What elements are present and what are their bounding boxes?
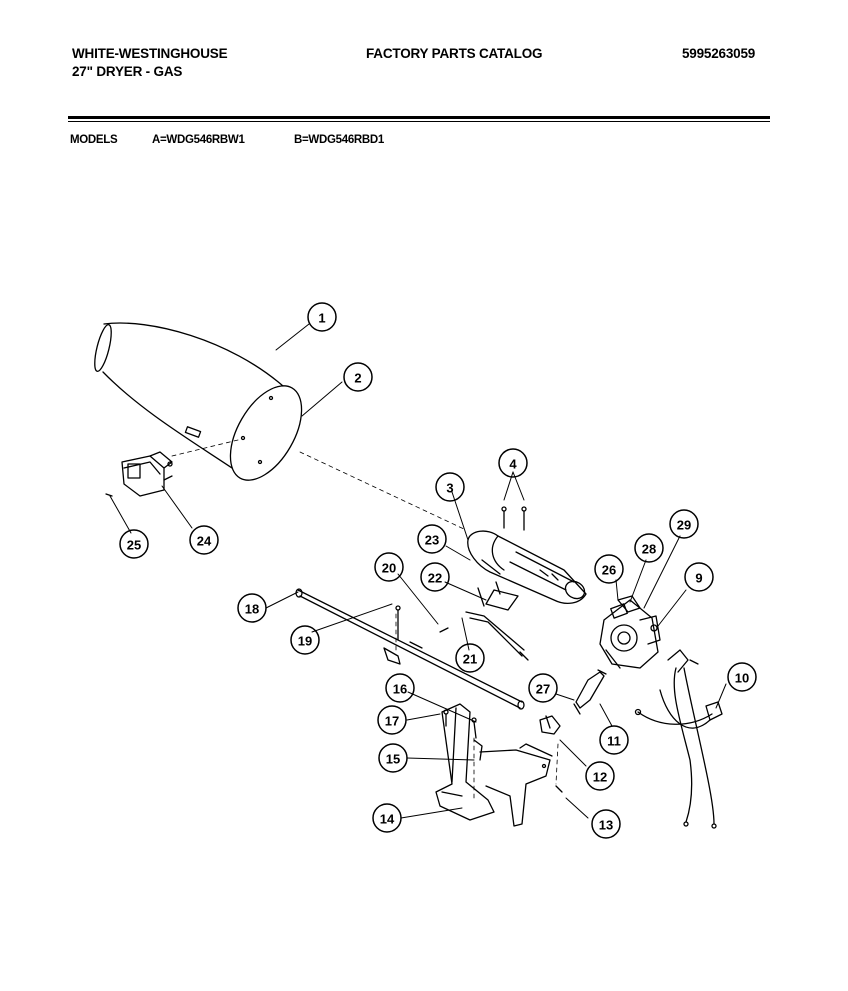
callout-label: 23 — [425, 533, 439, 548]
callout-label: 1 — [318, 311, 325, 326]
gas-inlet-pipe — [573, 669, 607, 715]
callout-17 — [377, 705, 407, 735]
callout-1 — [307, 302, 337, 332]
callout-16 — [385, 673, 415, 703]
bracket-screws — [443, 709, 477, 739]
callout-label: 4 — [509, 457, 517, 472]
callout-23 — [417, 524, 447, 554]
callout-2 — [343, 362, 373, 392]
header-rule-thick — [68, 116, 770, 119]
model-b: B=WDG546RBD1 — [294, 134, 385, 146]
callout-19 — [290, 625, 320, 655]
callout-14 — [372, 803, 402, 833]
callout-label: 20 — [382, 561, 396, 576]
burner-assembly — [467, 530, 587, 605]
callout-label: 3 — [446, 481, 453, 496]
callout-label: 2 — [354, 371, 361, 386]
catalog-title: FACTORY PARTS CATALOG — [366, 46, 543, 61]
catalog-part-number: 5995263059 — [682, 46, 756, 61]
callout-26 — [594, 554, 624, 584]
callout-label: 15 — [386, 752, 400, 767]
callout-label: 19 — [298, 634, 312, 649]
callout-11 — [599, 725, 629, 755]
callout-label: 16 — [393, 682, 407, 697]
burner-screws — [501, 506, 527, 531]
flame-sensor — [105, 451, 173, 497]
header-rule-thin — [68, 121, 770, 122]
callout-15 — [378, 743, 408, 773]
callout-label: 11 — [607, 734, 621, 749]
callout-label: 10 — [735, 671, 749, 686]
callout-25 — [119, 529, 149, 559]
callout-22 — [420, 562, 450, 592]
callout-20 — [374, 552, 404, 582]
callout-label: 21 — [463, 652, 477, 667]
appliance-subtitle: 27" DRYER - GAS — [72, 64, 183, 79]
valve-mounting-bracket — [435, 703, 553, 827]
callout-13 — [591, 809, 621, 839]
brand-title: WHITE-WESTINGHOUSE — [72, 46, 228, 61]
callout-label: 14 — [380, 812, 395, 827]
callout-28 — [634, 533, 664, 563]
callout-label: 22 — [428, 571, 442, 586]
wiring-harness — [634, 649, 723, 829]
callout-label: 17 — [385, 714, 399, 729]
igniter-bracket — [465, 581, 529, 661]
combustion-chamber-cylinder — [94, 322, 303, 481]
callout-label: 29 — [677, 518, 691, 533]
callout-12 — [585, 761, 615, 791]
callout-label: 9 — [695, 571, 702, 586]
callout-18 — [237, 593, 267, 623]
alignment-lines — [171, 439, 559, 803]
pipe-fitting — [539, 715, 561, 735]
bracket-screw-13 — [555, 785, 563, 793]
callout-9 — [684, 562, 714, 592]
callout-label: 18 — [245, 602, 259, 617]
callout-4 — [498, 448, 528, 478]
callout-10 — [727, 662, 757, 692]
callout-label: 24 — [197, 534, 212, 549]
model-a: A=WDG546RBW1 — [152, 134, 245, 146]
callout-27 — [528, 673, 558, 703]
callout-label: 28 — [642, 542, 656, 557]
callout-21 — [455, 643, 485, 673]
callout-label: 25 — [127, 538, 141, 553]
callout-label: 12 — [593, 770, 607, 785]
models-label: MODELS — [70, 134, 118, 146]
callout-label: 26 — [602, 563, 616, 578]
callout-label: 13 — [599, 818, 613, 833]
gas-supply-pipe — [295, 588, 525, 710]
leader-lines — [109, 323, 727, 819]
callout-24 — [189, 525, 219, 555]
gas-valve-assembly — [599, 595, 661, 669]
callout-label: 27 — [536, 682, 550, 697]
callout-3 — [435, 472, 465, 502]
callout-29 — [669, 509, 699, 539]
